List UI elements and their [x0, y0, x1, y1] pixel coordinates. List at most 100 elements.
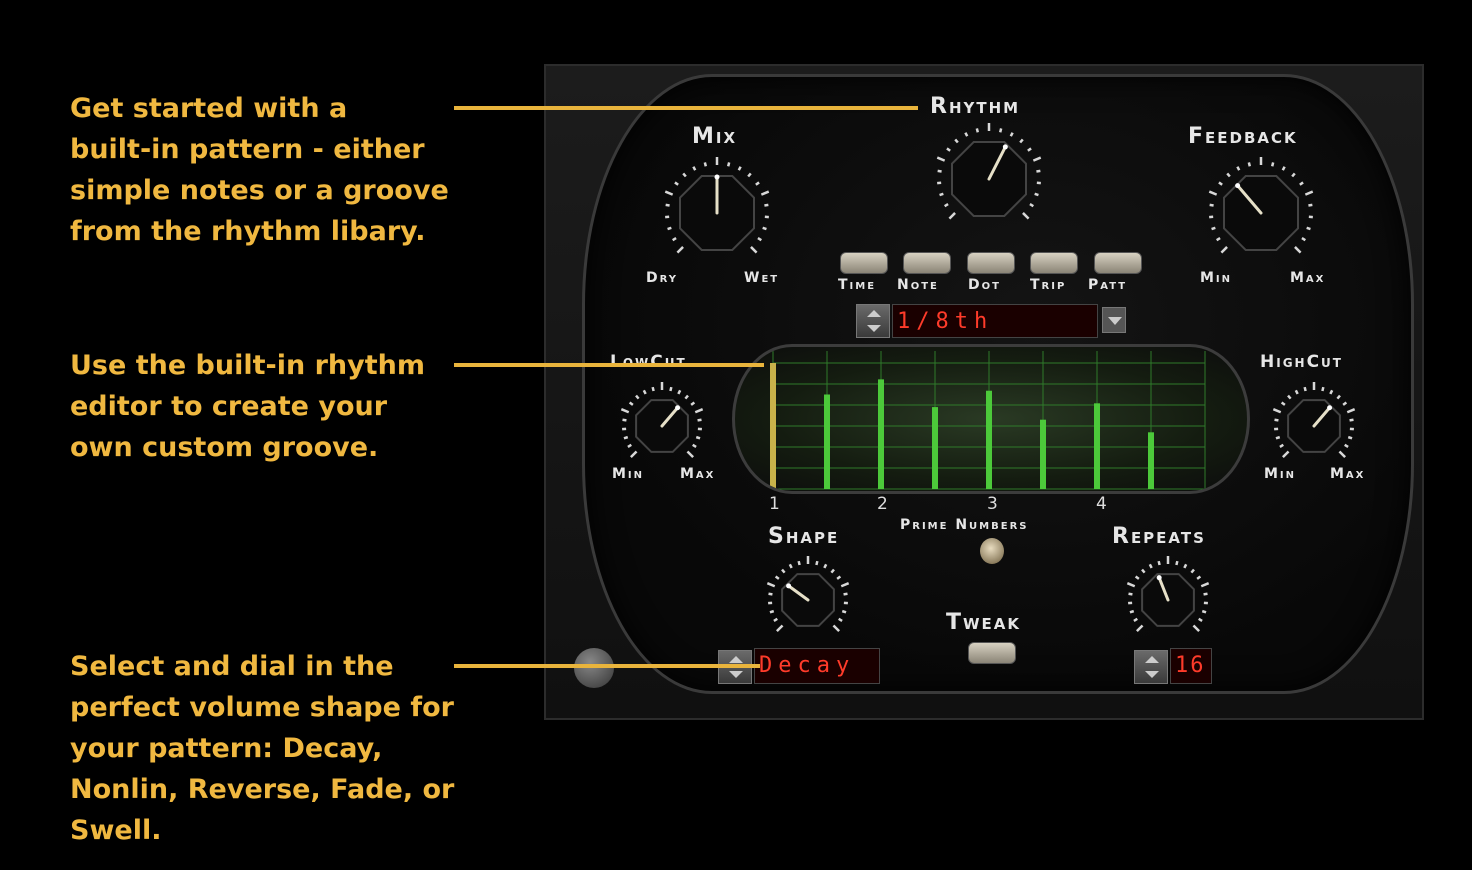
knob-tick: [1198, 617, 1203, 622]
knob-tick: [1209, 203, 1214, 207]
knob-tick: [836, 575, 842, 580]
knob-tick: [676, 246, 684, 254]
callout-volume-shape: Select and dial in the perfect volume sh…: [70, 651, 455, 846]
step-bar[interactable]: [986, 390, 992, 489]
feedback-knob[interactable]: [1196, 156, 1326, 266]
knob-tick: [766, 582, 776, 588]
knob-tick: [1134, 575, 1140, 580]
knob-tick: [692, 166, 697, 171]
knob-tick: [1336, 394, 1341, 400]
chevron-down-icon: [1108, 317, 1122, 325]
knob-tick: [1281, 166, 1286, 171]
tweak-label: Tweak: [946, 610, 1022, 635]
knob-tick: [1211, 226, 1216, 231]
rhythm-dropdown-arrow[interactable]: [1102, 307, 1126, 333]
knob-tick: [1036, 169, 1041, 173]
knob-tick: [998, 128, 1003, 133]
step-bar[interactable]: [1148, 432, 1154, 489]
bypass-icon[interactable]: [574, 648, 614, 688]
knob-tick: [1128, 592, 1133, 596]
rhythm-editor-grid[interactable]: [735, 347, 1247, 491]
knob-tick: [823, 563, 828, 569]
knob-tick: [750, 246, 758, 254]
knob-tick: [627, 443, 632, 448]
knob-scale: [1208, 157, 1314, 254]
knob-tick: [1190, 568, 1195, 574]
knob-tick: [1136, 624, 1144, 632]
knob-tick: [1346, 408, 1356, 414]
knob-tick: [1034, 192, 1039, 197]
knob-indicator-dot: [1235, 183, 1241, 189]
repeats-knob[interactable]: [1116, 552, 1220, 644]
knob-tick: [1329, 389, 1334, 395]
knob-tick: [682, 172, 687, 178]
patt-button[interactable]: [1094, 252, 1142, 274]
lowcut-max-label: Max: [680, 466, 716, 482]
knob-tick: [628, 401, 634, 406]
knob-tick: [1183, 563, 1188, 569]
repeats-stepper[interactable]: [1134, 650, 1168, 684]
knob-tick: [1321, 386, 1325, 392]
knob-tick: [622, 418, 627, 422]
knob-tick: [1270, 162, 1275, 167]
knob-tick: [1247, 162, 1252, 167]
highcut-knob[interactable]: [1264, 380, 1364, 468]
tweak-button[interactable]: [968, 642, 1016, 664]
rhythm-stepper[interactable]: [856, 304, 890, 338]
knob-scale: [620, 382, 704, 458]
time-button[interactable]: [840, 252, 888, 274]
knob-indicator-dot: [714, 174, 720, 180]
knob-tick: [664, 190, 674, 196]
knob-tick: [737, 166, 742, 171]
knob-tick: [1272, 408, 1282, 414]
note-button[interactable]: [903, 252, 951, 274]
note-button-label: Note: [897, 277, 939, 293]
beat-label-3: 3: [987, 494, 998, 514]
knob-tick: [1304, 190, 1314, 196]
knob-tick: [1201, 609, 1207, 614]
rhythm-knob[interactable]: [924, 122, 1054, 232]
knob-tick: [1280, 401, 1286, 406]
mix-dry-label: Dry: [646, 270, 679, 286]
knob-indicator-dot: [1327, 405, 1333, 411]
knob-tick: [838, 617, 843, 622]
knob-tick: [726, 162, 731, 167]
knob-tick: [840, 582, 850, 588]
rhythm-editor[interactable]: [732, 344, 1250, 494]
knob-tick: [1303, 386, 1307, 392]
knob-scale: [664, 157, 770, 254]
callout-builtin-pattern: Get started with a built-in pattern - ei…: [70, 93, 449, 247]
lowcut-knob[interactable]: [612, 380, 712, 468]
step-bar[interactable]: [932, 407, 938, 489]
step-bar[interactable]: [1094, 403, 1100, 489]
lowcut-min-label: Min: [612, 466, 645, 482]
step-bar[interactable]: [878, 379, 884, 489]
knob-tick: [1192, 624, 1200, 632]
mix-knob[interactable]: [652, 156, 782, 266]
knob-pointer: [1236, 184, 1263, 215]
knob-tick: [769, 609, 775, 614]
knob-tick: [944, 203, 949, 208]
knob-scale: [936, 123, 1042, 220]
step-bar[interactable]: [824, 394, 830, 490]
knob-tick: [1175, 560, 1179, 566]
knob-tick: [832, 624, 840, 632]
step-bar[interactable]: [1040, 419, 1046, 489]
leader-line-rhythm: [454, 106, 918, 110]
shape-knob[interactable]: [756, 552, 860, 644]
prime-numbers-toggle-icon[interactable]: [980, 538, 1004, 564]
knob-tick: [773, 617, 778, 622]
knob-tick: [1203, 592, 1208, 596]
beat-label-1: 1: [769, 494, 780, 514]
mix-label: Mix: [692, 124, 738, 149]
knob-tick: [1032, 156, 1042, 162]
knob-tick: [1344, 443, 1349, 448]
knob-tick: [1027, 147, 1032, 152]
feedback-min-label: Min: [1200, 270, 1233, 286]
dot-button[interactable]: [967, 252, 1015, 274]
knob-tick: [774, 575, 780, 580]
knob-tick: [1291, 172, 1296, 178]
step-bar[interactable]: [770, 363, 776, 489]
trip-button[interactable]: [1030, 252, 1078, 274]
knob-tick: [830, 568, 835, 574]
